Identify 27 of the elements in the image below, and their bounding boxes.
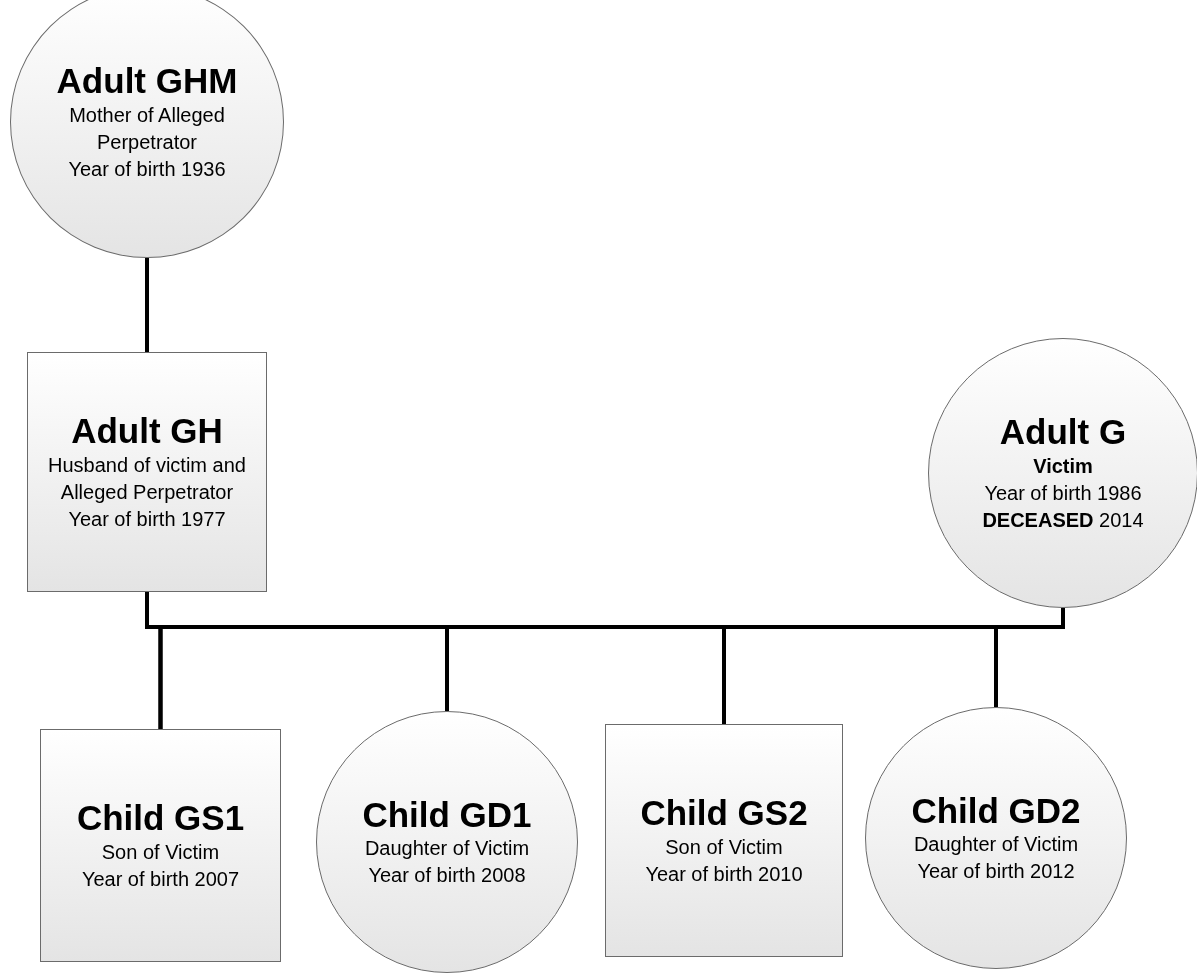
person-detail: Son of Victim [665,834,783,860]
person-detail: Year of birth 2010 [645,861,803,887]
person-name: Adult G [999,412,1127,453]
connector-line [994,608,1065,707]
person-detail: Year of birth 2008 [368,863,526,889]
person-detail: Mother of Alleged Perpetrator [68,102,226,155]
person-name: Child GD1 [362,794,532,836]
person-detail: Daughter of Victim [364,836,530,862]
person-detail: Year of birth 1936 [68,156,226,182]
person-detail: DECEASED 2014 [982,507,1144,533]
person-name: Child GS1 [76,798,245,839]
person-detail: Year of birth 2007 [81,866,240,892]
person-detail: Daughter of Victim [913,832,1079,858]
person-detail: Son of Victim [101,839,220,865]
person-box [40,729,281,962]
connector-line [145,258,149,352]
person-name: Adult GHM [56,61,238,102]
person-detail: Year of birth 2012 [917,859,1075,885]
person-box [27,352,267,592]
person-detail: Year of birth 1986 [984,480,1142,506]
person-name: Adult GH [71,411,223,452]
person-detail: Victim [1033,453,1093,479]
person-detail: Husband of victim and Alleged Perpetrator [47,452,247,505]
person-name: Child GS2 [640,793,808,834]
person-box [605,724,843,957]
person-name: Child GD2 [911,790,1081,832]
person-detail: Year of birth 1977 [68,506,226,532]
